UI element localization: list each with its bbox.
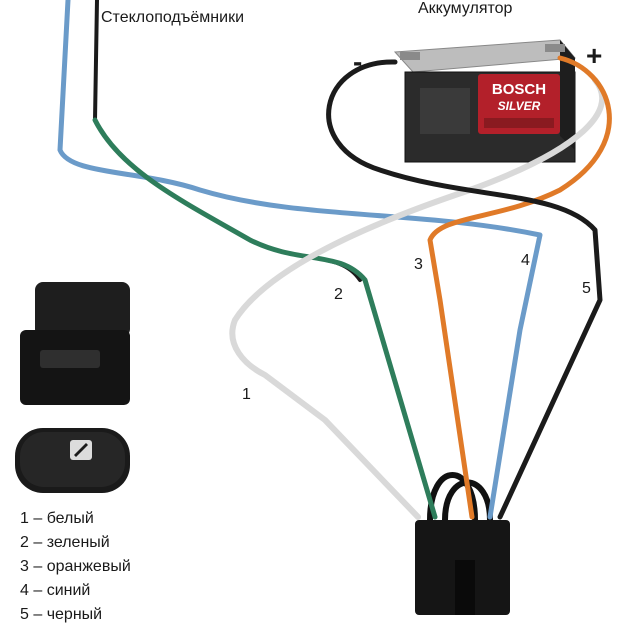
- battery-label: Аккумулятор: [418, 0, 513, 17]
- legend-item: 3 – оранжевый: [20, 558, 131, 575]
- blue-wire: [57, 0, 543, 520]
- wire-number-1: 1: [242, 386, 251, 403]
- plus-sign: +: [586, 40, 603, 71]
- wire-number-5: 5: [582, 280, 591, 297]
- window-switch-illustration: [15, 282, 130, 493]
- black-wire-top: [93, 0, 362, 282]
- legend-item: 1 – белый: [20, 510, 94, 527]
- wires: [57, 0, 612, 520]
- white-wire: [229, 77, 606, 520]
- color-legend: 1 – белый 2 – зеленый 3 – оранжевый 4 – …: [20, 507, 131, 627]
- black-wire: [326, 59, 603, 520]
- legend-item: 4 – синий: [20, 582, 91, 599]
- battery-brand-text: BOSCH: [492, 81, 546, 98]
- battery-illustration: BOSCH SILVER: [393, 39, 576, 163]
- battery-model-text: SILVER: [498, 99, 541, 113]
- orange-wire: [427, 55, 612, 520]
- minus-sign: -: [353, 46, 363, 77]
- green-wire: [92, 117, 438, 520]
- wire-number-4: 4: [521, 252, 530, 269]
- legend-item: 2 – зеленый: [20, 534, 110, 551]
- wire-number-2: 2: [334, 286, 343, 303]
- window-lifters-label: Стеклоподъёмники: [101, 9, 244, 26]
- wire-number-3: 3: [414, 256, 423, 273]
- connector-block: [415, 472, 510, 615]
- legend-item: 5 – черный: [20, 606, 103, 623]
